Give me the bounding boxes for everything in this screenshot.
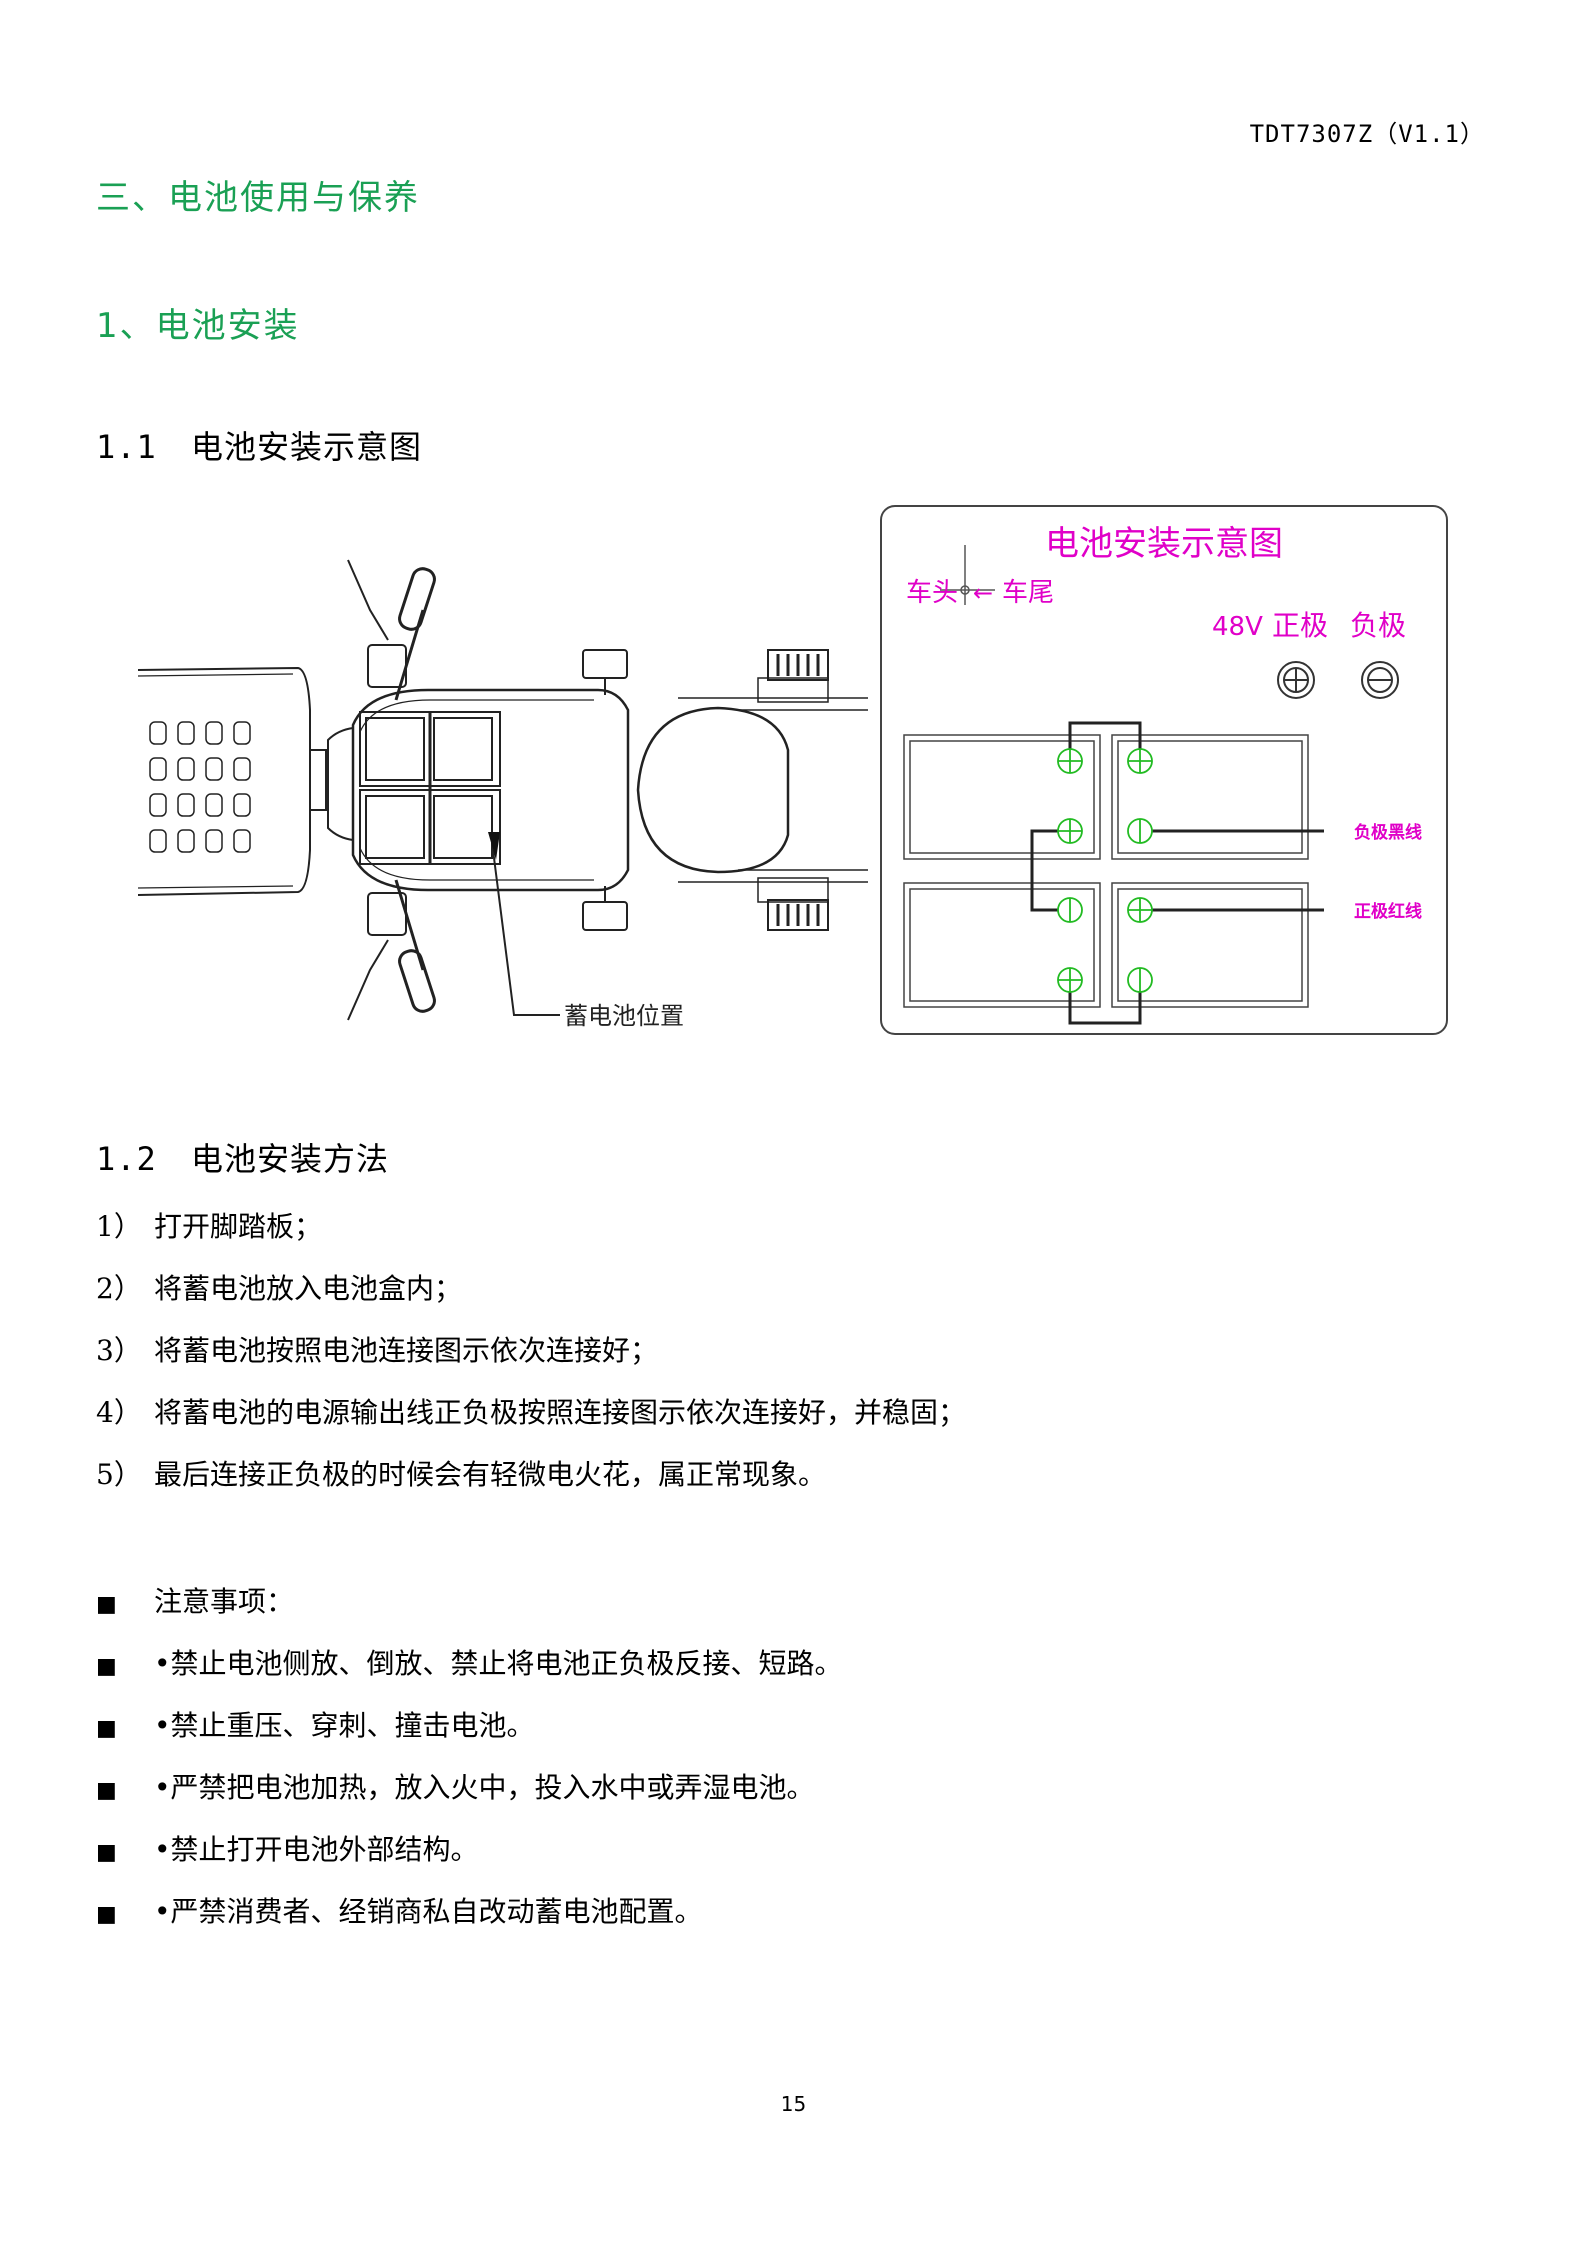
rear-label: 车尾 <box>1002 578 1054 608</box>
negative-terminal-icon <box>1361 661 1399 699</box>
cell4-terminal-minus-icon <box>1127 967 1153 993</box>
front-label: 车头 <box>906 578 958 608</box>
cell2-terminal-minus-icon <box>1127 818 1153 844</box>
subsection-title: 1、电池安装 <box>96 306 300 346</box>
square-bullet-icon: ■ <box>96 1840 117 1865</box>
list-item: 5）最后连接正负极的时候会有轻微电火花，属正常现象。 <box>96 1458 827 1491</box>
square-bullet-icon: ■ <box>96 1716 117 1741</box>
positive-label: 正极 <box>1272 609 1328 642</box>
scooter-deck <box>351 688 630 892</box>
diagram-title: 电池安装示意图 <box>1045 524 1283 564</box>
cell1-terminal-plus-icon <box>1057 748 1083 774</box>
installation-steps: 1）打开脚踏板； 2）将蓄电池放入电池盒内； 3）将蓄电池按照电池连接图示依次连… <box>96 1196 966 1506</box>
part1-heading: 1.1 电池安装示意图 <box>96 422 422 468</box>
battery-cells <box>903 734 1309 1008</box>
precautions-list: ■注意事项： ■•禁止电池侧放、倒放、禁止将电池正负极反接、短路。 ■•禁止重压… <box>96 1571 843 1943</box>
page-number: 15 <box>780 2092 807 2116</box>
positive-wire-label: 正极红线 <box>1354 901 1422 922</box>
document-code: TDT7307Z（V1.1） <box>1249 120 1485 148</box>
positive-terminal-icon <box>1277 661 1315 699</box>
square-bullet-icon: ■ <box>96 1592 117 1617</box>
square-bullet-icon: ■ <box>96 1778 117 1803</box>
part2-title: 电池安装方法 <box>191 1140 390 1178</box>
battery-wiring-diagram: 电池安装示意图 车头 ← 车尾 48V 正极 负极 负 <box>880 505 1448 1035</box>
list-item: ■•严禁消费者、经销商私自改动蓄电池配置。 <box>96 1881 843 1943</box>
basket-holes <box>149 721 251 853</box>
square-bullet-icon: ■ <box>96 1654 117 1679</box>
cell4-terminal-plus-icon <box>1127 897 1153 923</box>
list-item: ■•严禁把电池加热，放入火中，投入水中或弄湿电池。 <box>96 1757 843 1819</box>
list-item: 1）打开脚踏板； <box>96 1210 323 1243</box>
scooter-top-view-figure: 蓄电池位置 <box>138 559 868 1030</box>
callout-leader <box>492 849 560 1016</box>
part2-number: 1.2 <box>96 1140 157 1178</box>
cell3-terminal-minus-icon <box>1057 897 1083 923</box>
list-item: 4）将蓄电池的电源输出线正负极按照连接图示依次连接好，并稳固； <box>96 1396 967 1429</box>
cell3-terminal-plus-icon <box>1057 967 1083 993</box>
list-item: ■注意事项： <box>96 1571 843 1633</box>
negative-label: 负极 <box>1350 609 1406 642</box>
direction-arrow-icon: ← <box>973 579 993 607</box>
battery-position-callout: 蓄电池位置 <box>564 1002 684 1030</box>
battery-compartment <box>359 711 501 865</box>
seat <box>636 706 790 874</box>
cell2-terminal-plus-icon <box>1127 748 1153 774</box>
list-item: ■•禁止重压、穿刺、撞击电池。 <box>96 1695 843 1757</box>
list-item: 3）将蓄电池按照电池连接图示依次连接好； <box>96 1334 659 1367</box>
front-basket <box>138 666 311 896</box>
square-bullet-icon: ■ <box>96 1902 117 1927</box>
list-item: ■•禁止电池侧放、倒放、禁止将电池正负极反接、短路。 <box>96 1633 843 1695</box>
part2-heading: 1.2 电池安装方法 <box>96 1134 389 1180</box>
part1-number: 1.1 <box>96 428 157 466</box>
list-item: ■•禁止打开电池外部结构。 <box>96 1819 843 1881</box>
cell1-terminal-plus2-icon <box>1057 818 1083 844</box>
list-item: 2）将蓄电池放入电池盒内； <box>96 1272 463 1305</box>
section-title: 三、电池使用与保养 <box>96 178 420 218</box>
part1-title: 电池安装示意图 <box>191 428 423 466</box>
voltage-label: 48V <box>1212 612 1263 642</box>
negative-wire-label: 负极黑线 <box>1354 822 1422 843</box>
